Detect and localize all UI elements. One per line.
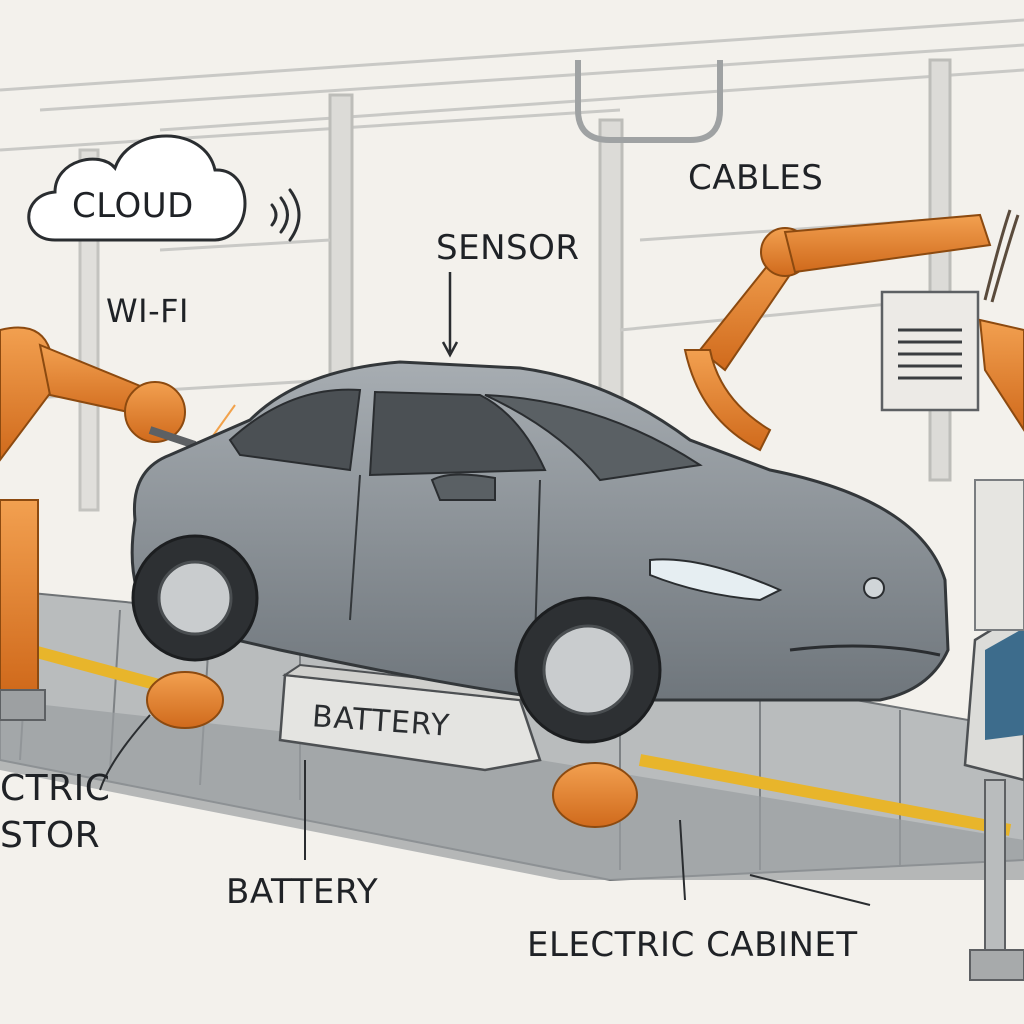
wifi-label: WI-FI (106, 292, 189, 330)
sensor-label: SENSOR (436, 228, 580, 268)
cabinet-cables (983, 209, 1020, 303)
electric-motor-label-line1: CTRIC (0, 768, 111, 809)
cloud-icon (27, 134, 247, 242)
cables-label: CABLES (688, 158, 824, 198)
wifi-signal-icon (270, 188, 301, 242)
conveyor-rollers (146, 671, 638, 828)
car (130, 360, 950, 744)
right-robot-arm (683, 213, 1024, 452)
electric-cabinet-label: ELECTRIC CABINET (527, 925, 858, 965)
electric-cabinet (880, 290, 980, 412)
left-robot-arm (0, 326, 197, 721)
overhead-cable (575, 60, 723, 143)
battery-label: BATTERY (226, 872, 379, 912)
electric-motor-label-line2: STOR (0, 815, 101, 856)
pointer-lines (99, 714, 871, 906)
cloud-label: CLOUD (72, 186, 194, 226)
battery-block (278, 663, 542, 772)
control-monitor (963, 479, 1024, 981)
sensor-arrow (441, 272, 459, 358)
